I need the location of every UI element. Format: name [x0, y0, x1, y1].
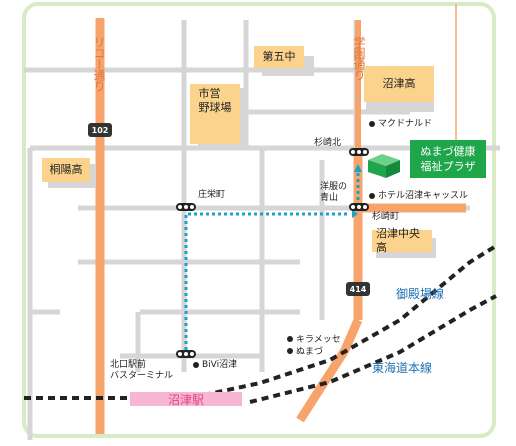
numazu-station: 沼津駅 [130, 392, 242, 407]
railways [24, 244, 498, 404]
signal-lights [178, 150, 367, 356]
route-arrow-right [352, 210, 358, 218]
building-toyoko: 桐陽高 [42, 158, 90, 182]
suginzaki-label: 杉崎町 [372, 212, 400, 222]
yofuku-label: 洋服の 青山 [320, 182, 348, 203]
hotel-label: ホテル沼津キャッスル [378, 191, 469, 201]
building-numazuko: 沼津高 [364, 66, 434, 102]
building-chuoko: 沼津中央高 [372, 227, 432, 254]
destination-marker [368, 154, 400, 178]
kiramesse-label: キラメッセ ぬまづ [296, 335, 341, 357]
rico-road-label: リコー通り [92, 36, 106, 91]
mcdonalds-label: マクドナルド [378, 119, 433, 129]
bivi-label: BiVi沼津 [202, 360, 238, 370]
building-shiei: 市営 野球場 [190, 84, 240, 144]
busterminal-label: 北口駅前 バスターミナル [110, 360, 174, 381]
destination-label: ぬまづ健康 福祉プラザ [410, 140, 486, 178]
route-102-badge: 102 [88, 123, 112, 137]
route-414-badge: 414 [346, 282, 370, 296]
place-dots [193, 121, 375, 368]
minor-roads [24, 20, 500, 440]
gakuen-road-label: 学園通り [352, 36, 366, 80]
suginkita-label: 杉崎北 [314, 138, 342, 148]
building-daigochu: 第五中 [254, 46, 304, 68]
shoeicho-label: 庄栄町 [198, 190, 226, 200]
gotemba-line-label: 御殿場線 [396, 287, 445, 301]
route-arrow-up [354, 164, 362, 172]
tokaido-line-label: 東海道本線 [372, 361, 433, 375]
route-path [184, 172, 360, 350]
